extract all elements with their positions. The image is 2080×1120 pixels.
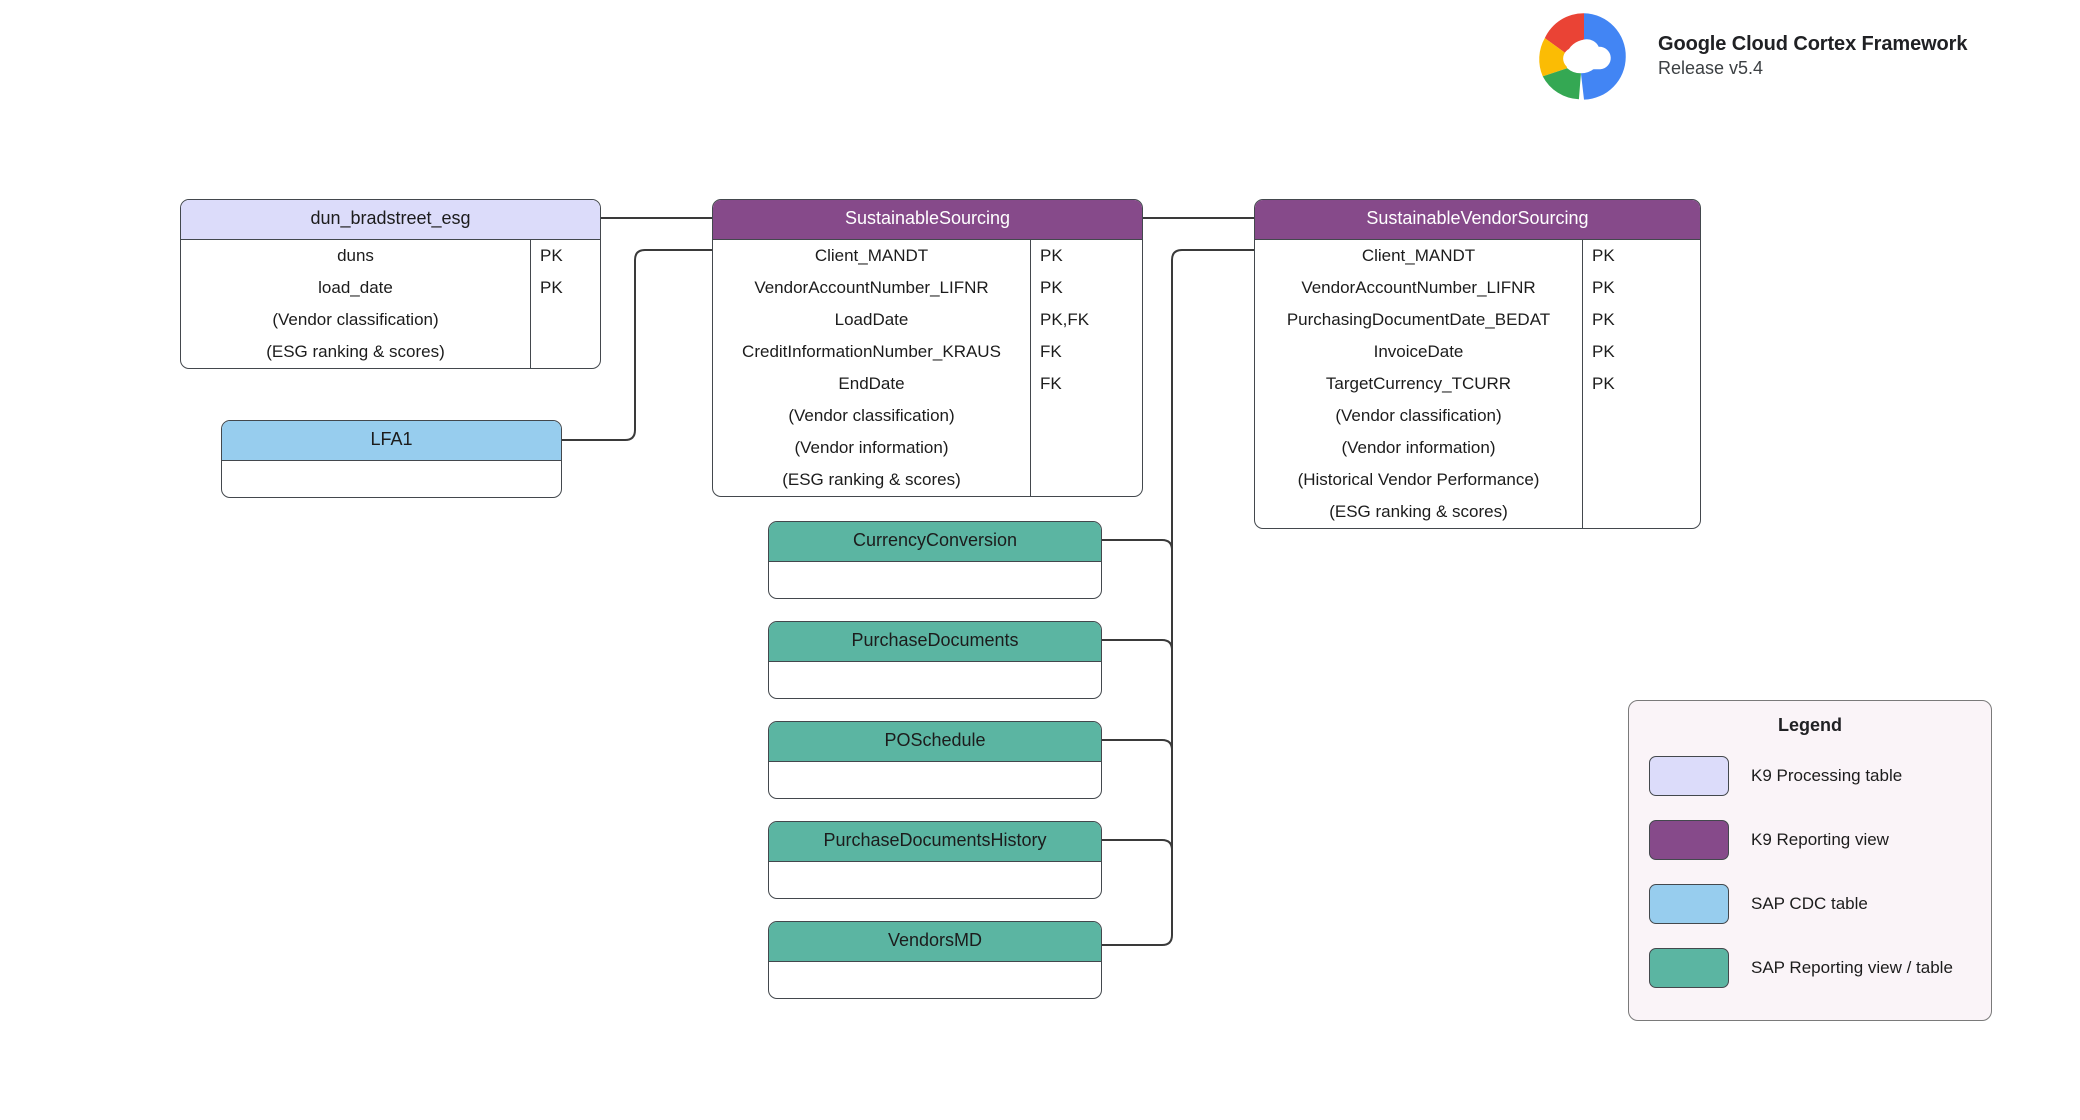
entity-body: duns load_date (Vendor classification) (… xyxy=(181,239,600,368)
field-row: duns xyxy=(337,246,374,266)
key-row xyxy=(1031,400,1142,432)
entity-purchase-documents[interactable]: PurchaseDocuments xyxy=(768,621,1102,699)
field-row: (Vendor classification) xyxy=(1335,406,1502,426)
field-row: PurchasingDocumentDate_BEDAT xyxy=(1286,310,1551,330)
entity-body: Client_MANDT VendorAccountNumber_LIFNR P… xyxy=(1255,239,1700,528)
field-column: duns load_date (Vendor classification) (… xyxy=(181,240,530,368)
entity-body xyxy=(769,762,1101,798)
key-row xyxy=(1031,464,1142,496)
entity-body xyxy=(769,662,1101,698)
key-row xyxy=(1583,400,1700,432)
entity-title: LFA1 xyxy=(222,421,561,461)
field-row: TargetCurrency_TCURR xyxy=(1325,374,1512,394)
legend-label: K9 Processing table xyxy=(1751,766,1903,785)
key-column: PK PK xyxy=(530,239,600,368)
field-row: (Vendor classification) xyxy=(788,406,955,426)
legend-swatch xyxy=(1649,820,1729,860)
field-column: Client_MANDT VendorAccountNumber_LIFNR P… xyxy=(1255,240,1582,528)
field-row: Client_MANDT xyxy=(814,246,929,266)
key-row: PK,FK xyxy=(1040,310,1090,330)
connector-purchasedocuments-to-trunk xyxy=(1102,639,1173,651)
entity-title: VendorsMD xyxy=(769,922,1101,962)
entity-lfa1[interactable]: LFA1 xyxy=(221,420,562,498)
entity-title: SustainableVendorSourcing xyxy=(1255,200,1700,240)
field-row: InvoiceDate xyxy=(1373,342,1464,362)
entity-sustainable-sourcing[interactable]: SustainableSourcing Client_MANDT VendorA… xyxy=(712,199,1143,497)
entity-title: POSchedule xyxy=(769,722,1101,762)
entity-body xyxy=(769,562,1101,598)
connector-purchasedocumentshistory-to-trunk xyxy=(1102,839,1173,851)
entity-po-schedule[interactable]: POSchedule xyxy=(768,721,1102,799)
field-row: (Vendor information) xyxy=(794,438,949,458)
field-row: CreditInformationNumber_KRAUS xyxy=(742,342,1001,362)
entity-body xyxy=(769,962,1101,998)
field-row: load_date xyxy=(318,278,393,298)
legend-item-k9-processing-table: K9 Processing table xyxy=(1649,744,1971,808)
key-row xyxy=(1583,496,1700,528)
key-row: PK xyxy=(1592,246,1615,266)
key-row xyxy=(531,304,600,336)
brand-release: Release v5.4 xyxy=(1658,57,1764,78)
field-row: (Vendor information) xyxy=(1341,438,1496,458)
field-row: VendorAccountNumber_LIFNR xyxy=(1301,278,1536,298)
legend-swatch xyxy=(1649,884,1729,924)
legend-swatch xyxy=(1649,948,1729,988)
entity-title: dun_bradstreet_esg xyxy=(181,200,600,240)
legend-label: K9 Reporting view xyxy=(1751,830,1889,849)
field-row: (ESG ranking & scores) xyxy=(1329,502,1508,522)
brand-title: Google Cloud Cortex Framework xyxy=(1658,32,1968,55)
entity-title: PurchaseDocuments xyxy=(769,622,1101,662)
key-row: FK xyxy=(1040,374,1062,394)
key-row: PK xyxy=(540,246,563,266)
google-cloud-logo-icon xyxy=(1539,13,1626,100)
key-row xyxy=(531,336,600,368)
key-row: PK xyxy=(1592,278,1615,298)
key-row: PK xyxy=(540,278,563,298)
field-row: (ESG ranking & scores) xyxy=(782,470,961,490)
field-row: (Vendor classification) xyxy=(272,310,439,330)
entity-title: PurchaseDocumentsHistory xyxy=(769,822,1101,862)
legend-panel: Legend K9 Processing table K9 Reporting … xyxy=(1628,700,1992,1021)
key-row xyxy=(1031,432,1142,464)
key-row: PK xyxy=(1040,278,1063,298)
entity-currency-conversion[interactable]: CurrencyConversion xyxy=(768,521,1102,599)
legend-item-sap-reporting-view: SAP Reporting view / table xyxy=(1649,936,1971,1000)
field-row: Client_MANDT xyxy=(1361,246,1476,266)
legend-swatch xyxy=(1649,756,1729,796)
key-row: PK xyxy=(1592,374,1615,394)
brand-header: Google Cloud Cortex Framework Release v5… xyxy=(1528,8,1967,104)
legend-item-k9-reporting-view: K9 Reporting view xyxy=(1649,808,1971,872)
legend-item-sap-cdc-table: SAP CDC table xyxy=(1649,872,1971,936)
key-row: PK xyxy=(1592,342,1615,362)
connector-poschedule-to-trunk xyxy=(1102,739,1173,751)
entity-title: CurrencyConversion xyxy=(769,522,1101,562)
key-column: PK PK PK PK PK xyxy=(1582,239,1700,528)
field-row: EndDate xyxy=(838,374,905,394)
legend-title: Legend xyxy=(1777,715,1842,735)
connector-currencyconversion-to-trunk xyxy=(1102,539,1173,551)
key-row: PK xyxy=(1592,310,1615,330)
field-row: (ESG ranking & scores) xyxy=(266,342,445,362)
entity-sustainable-vendor-sourcing[interactable]: SustainableVendorSourcing Client_MANDT V… xyxy=(1254,199,1701,529)
legend-label: SAP CDC table xyxy=(1751,894,1868,913)
field-row: VendorAccountNumber_LIFNR xyxy=(754,278,989,298)
entity-dun-bradstreet-esg[interactable]: dun_bradstreet_esg duns load_date (Vendo… xyxy=(180,199,601,369)
field-column: Client_MANDT VendorAccountNumber_LIFNR L… xyxy=(713,240,1030,496)
field-row: LoadDate xyxy=(834,310,909,330)
brand-text: Google Cloud Cortex Framework Release v5… xyxy=(1658,32,1967,80)
entity-title: SustainableSourcing xyxy=(713,200,1142,240)
key-column: PK PK PK,FK FK FK xyxy=(1030,239,1142,496)
entity-body xyxy=(769,862,1101,898)
field-row: (Historical Vendor Performance) xyxy=(1297,470,1540,490)
entity-body: Client_MANDT VendorAccountNumber_LIFNR L… xyxy=(713,239,1142,496)
key-row: PK xyxy=(1040,246,1063,266)
key-row xyxy=(1583,464,1700,496)
legend-label: SAP Reporting view / table xyxy=(1751,958,1953,977)
key-row xyxy=(1583,432,1700,464)
entity-purchase-documents-history[interactable]: PurchaseDocumentsHistory xyxy=(768,821,1102,899)
key-row: FK xyxy=(1040,342,1062,362)
entity-vendors-md[interactable]: VendorsMD xyxy=(768,921,1102,999)
entity-body xyxy=(222,461,561,497)
